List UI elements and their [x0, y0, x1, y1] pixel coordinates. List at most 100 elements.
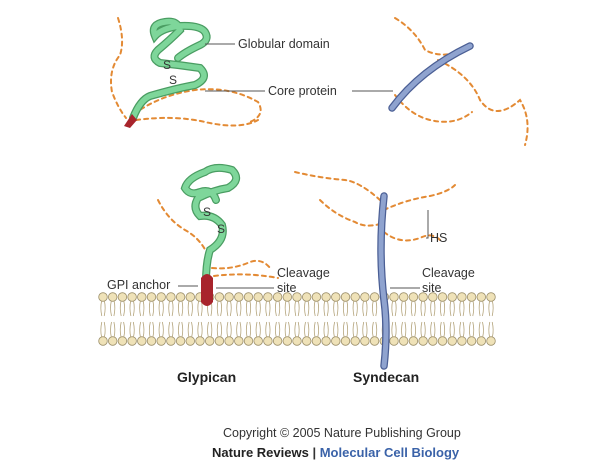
lipid-inner — [360, 321, 370, 346]
journal-line: Nature Reviews | Molecular Cell Biology — [212, 445, 459, 460]
lipid-inner — [243, 321, 254, 346]
label-cleavage-glypican-1: Cleavage — [277, 266, 330, 280]
lipid-inner — [331, 321, 341, 346]
lipid-outer — [486, 292, 496, 317]
lipid-outer — [447, 292, 457, 317]
lipid-inner — [399, 321, 409, 346]
label-disulfide-top-2: S — [169, 73, 178, 87]
lipid-inner — [234, 321, 244, 346]
subjournal-name: Molecular Cell Biology — [319, 445, 460, 460]
lipid-inner — [166, 321, 176, 346]
lipid-inner — [292, 321, 302, 346]
lipid-inner — [350, 321, 360, 346]
lipid-outer — [166, 292, 176, 317]
lipid-outer — [243, 292, 254, 317]
syndecan-membrane — [377, 192, 390, 370]
lipid-outer — [272, 292, 283, 317]
lipid-outer — [292, 292, 302, 317]
gpi-anchor-soluble — [124, 114, 137, 128]
lipid-inner — [428, 321, 438, 346]
lipid-outer — [224, 292, 234, 317]
lipid-outer — [146, 292, 157, 317]
lipid-outer — [340, 292, 351, 317]
lipid-outer — [214, 292, 225, 317]
lipid-inner — [146, 321, 157, 346]
lipid-inner — [175, 321, 186, 346]
lipid-outer — [282, 292, 292, 317]
lipid-inner — [224, 321, 234, 346]
lipid-inner — [156, 321, 166, 346]
caption-syndecan: Syndecan — [353, 369, 420, 385]
lipid-inner — [282, 321, 292, 346]
lipid-inner — [302, 321, 312, 346]
lipid-outer — [107, 292, 118, 317]
lipid-outer — [253, 292, 263, 317]
lipid-inner — [389, 321, 399, 346]
caption-glypican: Glypican — [177, 369, 237, 385]
lipid-inner — [253, 321, 263, 346]
journal-name: Nature Reviews — [212, 445, 309, 460]
lipid-outer — [369, 292, 380, 317]
journal-separator: | — [308, 445, 320, 460]
lipid-inner — [185, 321, 196, 346]
lipid-outer — [127, 292, 137, 317]
leader-lines — [178, 43, 429, 289]
glypican-soluble — [124, 17, 211, 128]
lipid-outer — [466, 292, 477, 317]
lipid-outer — [175, 292, 186, 317]
label-cleavage-glypican-2: site — [277, 281, 297, 295]
lipid-inner — [137, 321, 147, 346]
lipid-outer — [418, 292, 428, 317]
lipid-outer — [399, 292, 409, 317]
label-globular-domain: Globular domain — [238, 37, 330, 51]
lipid-inner — [447, 321, 457, 346]
lipid-inner — [486, 321, 496, 346]
lipid-inner — [311, 321, 322, 346]
lipid-outer — [302, 292, 312, 317]
lipid-inner — [272, 321, 283, 346]
lipid-outer — [437, 292, 448, 317]
lipid-inner — [476, 321, 486, 346]
lipid-outer — [360, 292, 370, 317]
lipid-outer — [457, 292, 467, 317]
label-gpi-anchor: GPI anchor — [107, 278, 171, 292]
lipid-outer — [408, 292, 419, 317]
lipid-inner — [321, 321, 331, 346]
lipid-inner — [214, 321, 225, 346]
lipid-inner — [98, 321, 108, 346]
lipid-outer — [476, 292, 486, 317]
lipid-outer — [137, 292, 147, 317]
lipid-outer — [389, 292, 399, 317]
lipid-outer — [98, 292, 108, 317]
label-core-protein: Core protein — [268, 84, 337, 98]
lipid-outer — [321, 292, 331, 317]
lipid-outer — [263, 292, 273, 317]
label-disulfide-bottom-2: S — [217, 222, 226, 236]
lipid-inner — [263, 321, 273, 346]
heparan-sulfate-chains — [110, 17, 529, 279]
lipid-outer — [350, 292, 360, 317]
lipid-outer — [428, 292, 438, 317]
lipid-outer — [331, 292, 341, 317]
label-hs: HS — [430, 231, 448, 245]
lipid-inner — [107, 321, 118, 346]
lipid-outer — [117, 292, 128, 317]
lipid-outer — [185, 292, 196, 317]
label-disulfide-top-1: S — [163, 58, 172, 72]
lipid-outer — [156, 292, 166, 317]
lipid-inner — [437, 321, 448, 346]
label-disulfide-bottom-1: S — [203, 205, 212, 219]
lipid-inner — [457, 321, 467, 346]
gpi-anchor — [201, 274, 213, 306]
lipid-inner — [340, 321, 351, 346]
label-cleavage-syndecan-2: site — [422, 281, 442, 295]
glypican-membrane — [180, 163, 241, 306]
lipid-outer — [311, 292, 322, 317]
lipid-outer — [234, 292, 244, 317]
lipid-inner — [195, 321, 205, 346]
copyright-line: Copyright © 2005 Nature Publishing Group — [223, 426, 461, 440]
lipid-inner — [117, 321, 128, 346]
syndecan-soluble — [388, 42, 474, 112]
lipid-inner — [127, 321, 137, 346]
